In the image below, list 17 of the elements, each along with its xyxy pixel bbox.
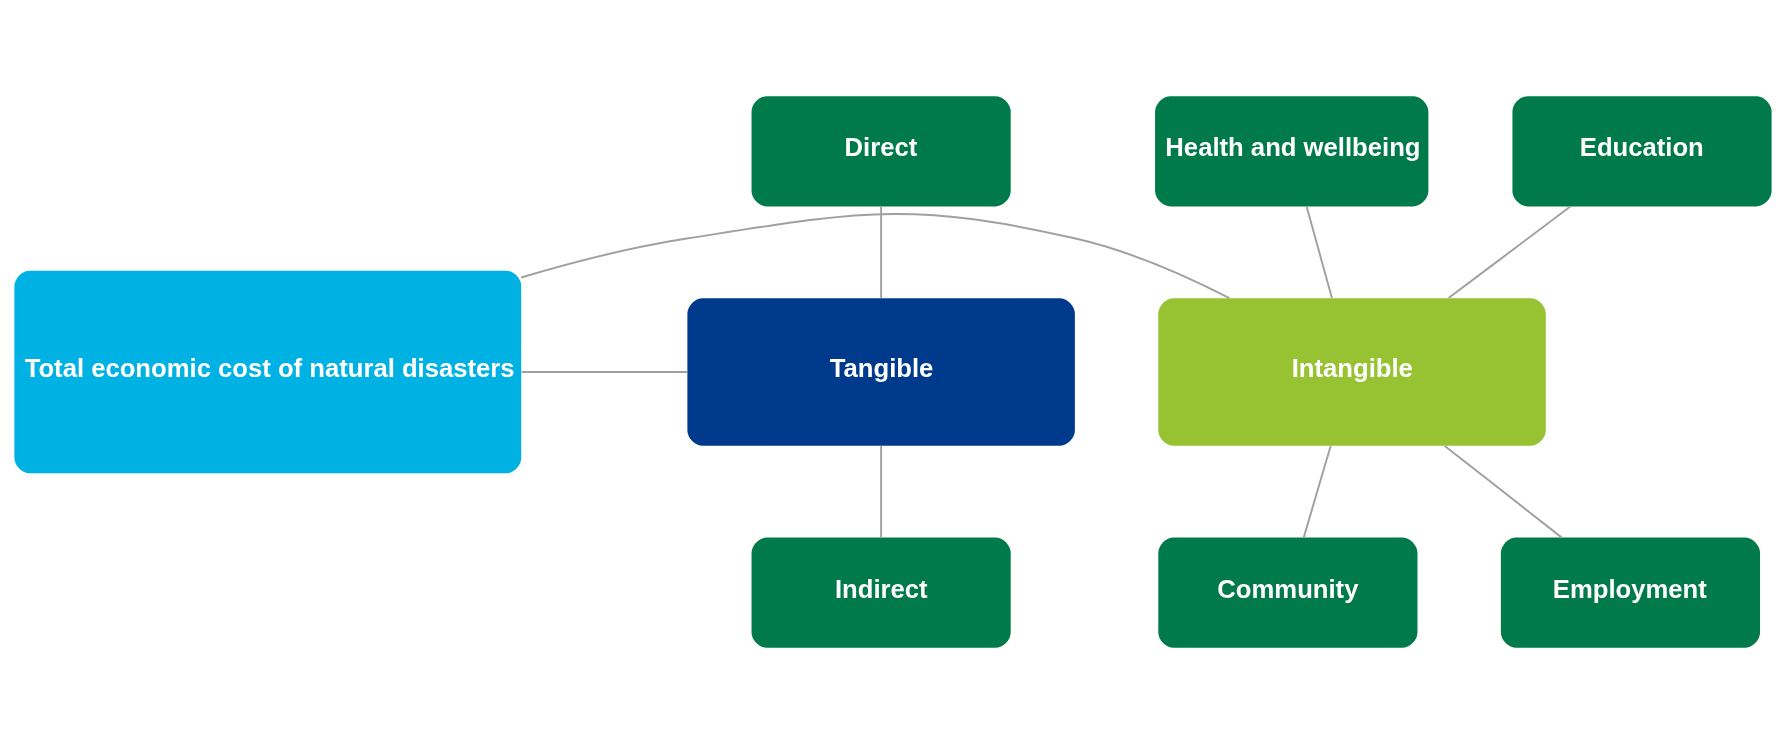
node-box: Total economic cost of natural disasters xyxy=(14,270,522,474)
connector xyxy=(520,371,688,373)
node-box: Health and wellbeing xyxy=(1155,96,1429,207)
connector xyxy=(1447,205,1572,300)
node-box: Tangible xyxy=(687,298,1075,446)
node-box: Education xyxy=(1512,96,1772,207)
node-box: Direct xyxy=(751,96,1011,207)
node-box: Community xyxy=(1158,537,1418,648)
connector xyxy=(880,444,883,539)
node-box: Indirect xyxy=(751,537,1011,648)
connector xyxy=(880,205,883,300)
connector xyxy=(1443,444,1563,539)
node-box: Intangible xyxy=(1158,298,1546,446)
connector xyxy=(520,213,1231,300)
node-box: Employment xyxy=(1500,537,1761,648)
connector xyxy=(1302,444,1332,539)
connector xyxy=(1305,205,1333,300)
